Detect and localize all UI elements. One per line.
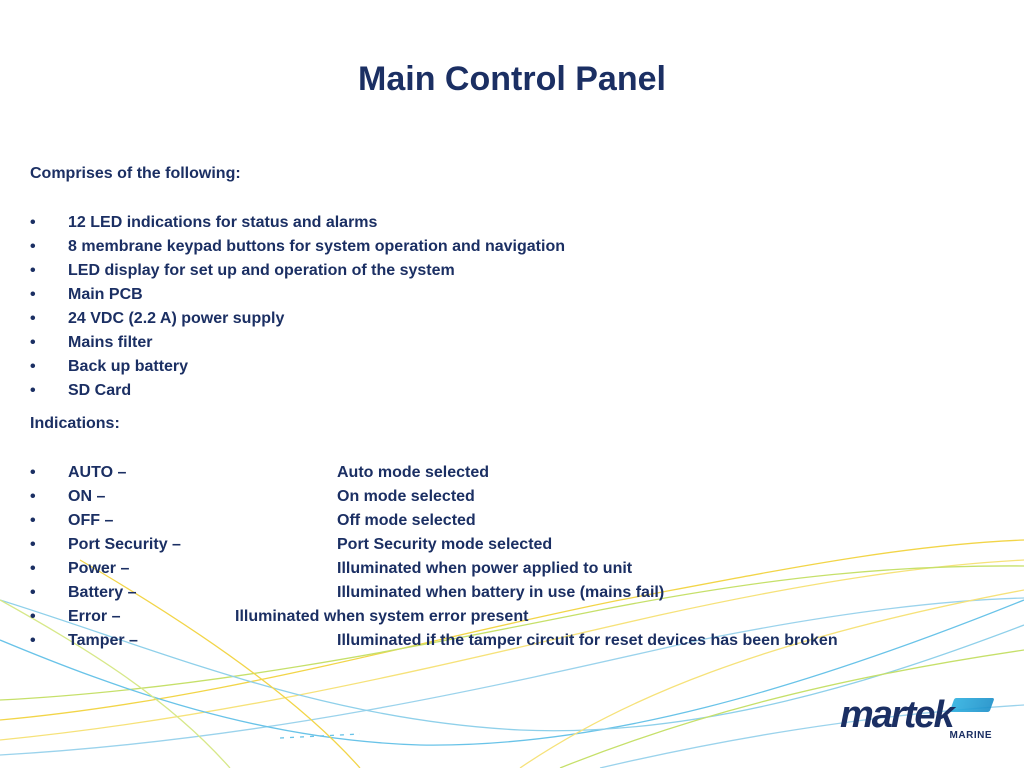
indication-label: Power – [68,560,130,577]
bullet: • [30,262,36,279]
item-text: Mains filter [68,334,153,351]
bullet: • [30,584,36,601]
bullet: • [30,238,36,255]
bullet: • [30,632,36,649]
indication-description: Illuminated if the tamper circuit for re… [337,632,838,649]
indication-label: OFF – [68,512,114,529]
bullet: • [30,334,36,351]
bullet: • [30,310,36,327]
item-text: Back up battery [68,358,189,375]
bullet: • [30,286,36,303]
bullet: • [30,512,36,529]
indication-description: Port Security mode selected [337,536,553,553]
wave-line [0,599,1024,732]
item-text: 24 VDC (2.2 A) power supply [68,310,285,327]
page-title: Main Control Panel [358,60,666,98]
wave-line [279,733,361,739]
bullet: • [30,536,36,553]
wave-line [79,559,361,768]
indications-heading: Indications: [30,415,120,432]
indication-label: Battery – [68,584,137,601]
indication-label: ON – [68,488,106,505]
bullet: • [30,214,36,231]
bullet: • [30,358,36,375]
wave-line [0,599,231,768]
wave-line [559,649,1024,768]
bullet: • [30,560,36,577]
wave-line [0,539,1024,721]
item-text: SD Card [68,382,132,399]
item-text: LED display for set up and operation of … [68,262,455,279]
indication-description: Illuminated when power applied to unit [337,560,633,577]
components-heading: Comprises of the following: [30,165,241,182]
indication-description: Off mode selected [337,512,476,529]
item-text: 12 LED indications for status and alarms [68,214,378,231]
logo-subtitle: MARINE [949,730,992,741]
wave-line [0,597,1024,756]
martek-marine-logo: martek MARINE [840,696,996,744]
indication-label: AUTO – [68,464,127,481]
bullet: • [30,464,36,481]
logo-wordmark: martek [840,694,955,736]
bullet: • [30,608,36,625]
indication-label: Port Security – [68,536,181,553]
indication-description: Illuminated when battery in use (mains f… [337,584,665,601]
wave-line [0,565,1024,701]
indication-label: Tamper – [68,632,138,649]
indication-description: On mode selected [337,488,475,505]
wave-line [519,589,1024,768]
wave-line [0,599,1024,746]
indication-description: Auto mode selected [337,464,490,481]
indication-label: Error – [68,608,121,625]
indication-description: Illuminated when system error present [235,608,529,625]
logo-accent [949,698,995,712]
bullet: • [30,488,36,505]
bullet: • [30,382,36,399]
item-text: 8 membrane keypad buttons for system ope… [68,238,565,255]
item-text: Main PCB [68,286,143,303]
wave-line [0,559,1024,741]
